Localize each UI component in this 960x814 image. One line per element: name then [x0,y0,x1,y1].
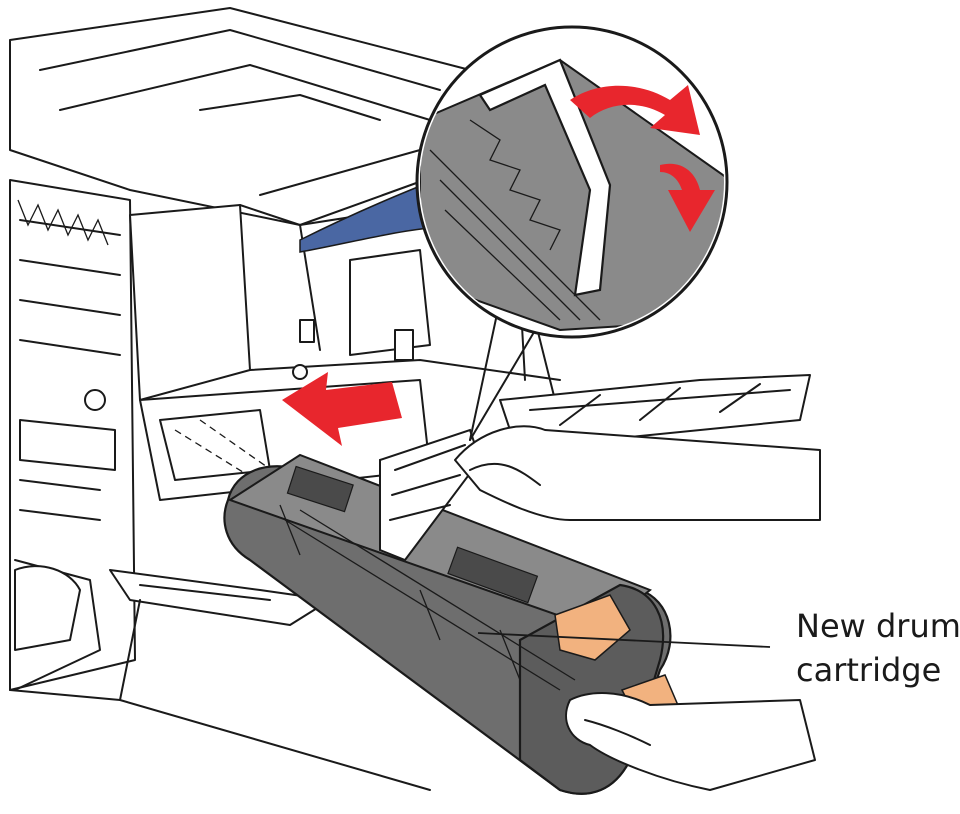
callout-leader-line [477,632,771,648]
orange-tab-upper [554,594,631,661]
arrow-left-icon [282,372,402,446]
zoom-callout-circle [415,25,729,441]
hands [14,425,821,791]
drum-cartridge-label: New drum cartridge [796,604,960,692]
callout-label-line-2: cartridge [796,651,942,689]
callout-label-line-1: New drum [796,607,960,645]
printer-body [9,7,811,791]
rotate-clockwise-icon [570,85,715,232]
